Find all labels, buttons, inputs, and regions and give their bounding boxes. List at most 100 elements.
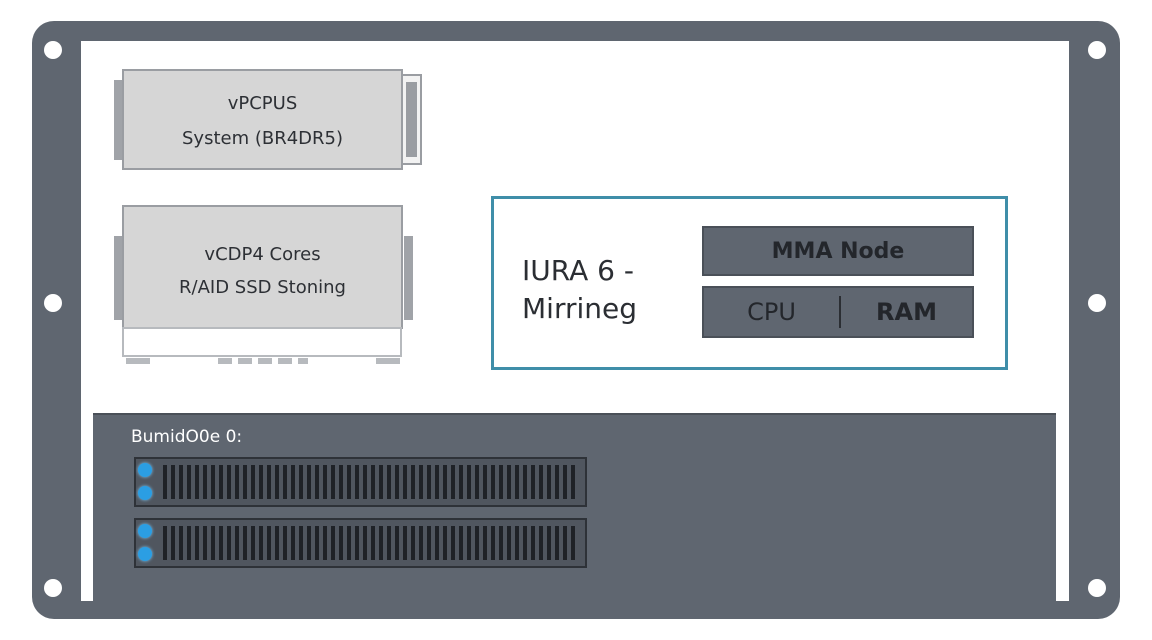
vent-slot <box>355 465 359 499</box>
vent-slot <box>219 465 223 499</box>
storage-module: vCDP4 Cores R/AID SSD Stoning <box>122 205 403 329</box>
vent-slot <box>315 465 319 499</box>
tray-foot <box>376 358 400 364</box>
cpu-label: CPU <box>747 298 796 326</box>
vent-slot <box>563 526 567 560</box>
vent-slot <box>467 465 471 499</box>
vent-slot <box>379 465 383 499</box>
storage-module-line2: R/AID SSD Stoning <box>179 277 346 298</box>
vent-slot <box>523 465 527 499</box>
vent-slot <box>515 526 519 560</box>
vent-slot <box>515 465 519 499</box>
vent-slot <box>459 465 463 499</box>
vent-slot <box>363 526 367 560</box>
vent-slot <box>555 526 559 560</box>
vent-slot <box>187 526 191 560</box>
vent-slot <box>251 526 255 560</box>
vent-slot <box>387 465 391 499</box>
vent-slot <box>283 526 287 560</box>
screw-icon <box>44 294 62 312</box>
vent-slot <box>475 465 479 499</box>
ram-label: RAM <box>876 298 937 326</box>
vent-slot <box>403 526 407 560</box>
vent-slot <box>187 465 191 499</box>
vent-slot <box>275 526 279 560</box>
vent-slot <box>547 526 551 560</box>
vent-slot <box>435 526 439 560</box>
tray-foot <box>218 358 232 364</box>
vent-slot <box>323 465 327 499</box>
vent-slot <box>259 465 263 499</box>
vent-grille-1 <box>163 465 579 499</box>
vent-slot <box>355 526 359 560</box>
vent-slot <box>347 465 351 499</box>
vent-slot <box>531 465 535 499</box>
node-header-bar: MMA Node <box>702 226 974 276</box>
resource-divider <box>839 296 841 328</box>
vent-slot <box>395 526 399 560</box>
vent-slot <box>331 465 335 499</box>
module-left-bracket <box>114 236 123 320</box>
vent-slot <box>211 465 215 499</box>
vent-slot <box>523 526 527 560</box>
vent-slot <box>539 465 543 499</box>
compute-module: vPCPUS System (BR4DR5) <box>122 69 403 170</box>
vent-slot <box>395 465 399 499</box>
vent-slot <box>499 465 503 499</box>
vent-slot <box>267 526 271 560</box>
node-title-line2: Mirrineg <box>522 292 637 325</box>
vent-slot <box>331 526 335 560</box>
drive-bay-2 <box>134 518 587 568</box>
vent-slot <box>315 526 319 560</box>
vent-slot <box>491 526 495 560</box>
vent-slot <box>203 465 207 499</box>
vent-slot <box>323 526 327 560</box>
enclosure-label: BumidO0e 0: <box>131 427 243 447</box>
vent-slot <box>299 465 303 499</box>
vent-slot <box>163 465 167 499</box>
vent-slot <box>243 526 247 560</box>
node-resources-bar: CPU RAM <box>702 286 974 338</box>
vent-slot <box>419 526 423 560</box>
vent-slot <box>491 465 495 499</box>
status-led-icon <box>138 463 152 477</box>
vent-slot <box>171 465 175 499</box>
screw-icon <box>1088 579 1106 597</box>
vent-slot <box>195 526 199 560</box>
vent-slot <box>435 465 439 499</box>
vent-slot <box>387 526 391 560</box>
vent-slot <box>195 465 199 499</box>
vent-slot <box>539 526 543 560</box>
vent-slot <box>307 526 311 560</box>
vent-slot <box>291 526 295 560</box>
tray-foot <box>126 358 150 364</box>
node-title: IURA 6 - Mirrineg <box>522 252 667 328</box>
node-box <box>491 196 1008 370</box>
vent-slot <box>531 526 535 560</box>
vent-slot <box>443 526 447 560</box>
vent-slot <box>179 526 183 560</box>
vent-slot <box>507 465 511 499</box>
module-right-bracket <box>404 236 413 320</box>
tray-foot <box>258 358 272 364</box>
vent-slot <box>251 465 255 499</box>
vent-grille-2 <box>163 526 579 560</box>
vent-slot <box>379 526 383 560</box>
vent-slot <box>275 465 279 499</box>
vent-slot <box>555 465 559 499</box>
screw-icon <box>44 41 62 59</box>
compute-module-line2: System (BR4DR5) <box>181 128 343 149</box>
vent-slot <box>403 465 407 499</box>
vent-slot <box>427 465 431 499</box>
module-left-bracket <box>114 80 123 160</box>
vent-slot <box>571 526 575 560</box>
vent-slot <box>235 526 239 560</box>
vent-slot <box>371 465 375 499</box>
vent-slot <box>227 526 231 560</box>
screw-icon <box>1088 294 1106 312</box>
storage-module-line1: vCDP4 Cores <box>204 244 321 265</box>
vent-slot <box>363 465 367 499</box>
vent-slot <box>371 526 375 560</box>
module-tray <box>122 327 402 357</box>
vent-slot <box>339 526 343 560</box>
